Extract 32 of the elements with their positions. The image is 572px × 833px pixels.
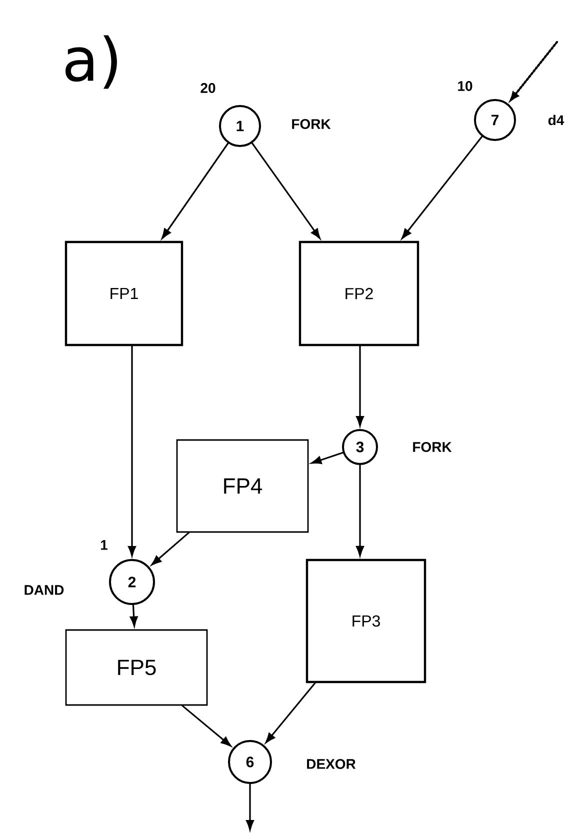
node-annotation: FORK <box>413 442 452 452</box>
arrow <box>510 40 558 101</box>
node-annotation: d4 <box>548 114 564 126</box>
node-annotation: 10 <box>458 81 472 91</box>
circle-node: 1 <box>219 105 261 147</box>
node-annotation: FORK <box>292 119 331 129</box>
process-box: FP1 <box>64 240 184 346</box>
process-box: FP2 <box>298 240 420 346</box>
arrow <box>402 136 483 239</box>
arrow <box>162 142 229 239</box>
process-box: FP3 <box>306 558 426 684</box>
node-annotation: DAND <box>24 585 64 595</box>
arrow <box>251 142 320 239</box>
arrow <box>356 345 364 426</box>
arrow <box>151 532 190 566</box>
node-annotation: DEXOR <box>307 759 356 769</box>
circle-node: 7 <box>474 99 516 141</box>
process-box: FP5 <box>65 629 208 706</box>
circle-node: 6 <box>228 740 272 784</box>
panel-label: a) <box>66 35 117 89</box>
arrow <box>182 704 232 746</box>
node-annotation: 1 <box>100 540 108 550</box>
arrow <box>246 783 254 830</box>
arrow <box>265 682 316 744</box>
arrow <box>128 345 136 556</box>
process-box: FP4 <box>176 439 309 533</box>
circle-node: 3 <box>342 429 378 465</box>
arrow <box>311 452 344 464</box>
node-annotation: 20 <box>200 83 216 93</box>
circle-node: 2 <box>109 559 155 605</box>
arrow <box>130 604 138 627</box>
arrow <box>356 464 364 556</box>
